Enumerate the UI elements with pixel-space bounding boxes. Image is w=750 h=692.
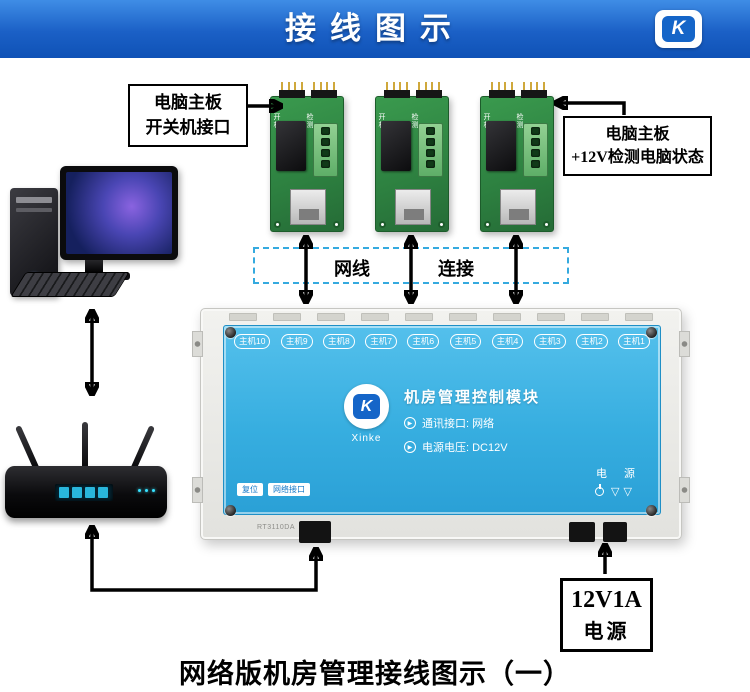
network-port-label: 网络接口 [268,482,310,496]
screw-icon [646,505,657,516]
brand-logo: K [655,10,702,48]
control-module: 主机10 主机9 主机8 主机7 主机6 主机5 主机4 主机3 主机2 主机1… [192,308,690,543]
note-line: +12V检测电脑状态 [571,149,704,167]
pcb-relay-board-2: 开机 检测 [375,82,449,232]
pin-header-icon [416,82,442,98]
power-label: 电 源 [595,468,642,480]
screw-icon [225,505,236,516]
port-label: 主机5 [449,334,482,350]
mount-ear-icon [679,331,690,357]
port-label: 主机2 [575,334,608,350]
pcb-relay-board-3: 开机 检测 [480,82,554,232]
relay-icon [381,121,411,171]
mount-hole-icon [379,221,386,228]
rj45-jack-icon [500,189,536,225]
note-line: 电脑主板 [154,93,222,112]
pcb-pin-label: 检测 [411,113,418,129]
page-title: 接线图示 [285,11,465,46]
antenna-icon [82,422,88,472]
mount-ear-icon [192,477,203,503]
spec-power: ▶ 电源电压: DC12V [403,439,540,455]
port-label: 主机9 [280,334,313,350]
note-line: 12V1A [571,587,642,614]
rj45-jack-icon [290,189,326,225]
note-motherboard-detect: 电脑主板 +12V检测电脑状态 [563,116,712,177]
router-display-icon [55,484,113,501]
reset-label: 复位 [237,482,263,496]
cable-label-left: 网线 [334,259,370,279]
arrow-motherboard-detect [557,103,626,115]
router-image [5,418,167,518]
port-label: 主机6 [407,334,440,350]
header-banner: 接线图示 K [0,0,750,58]
bullet-icon: ▶ [403,417,416,429]
port-label: 主机10 [234,334,271,350]
terminal-block-icon [313,123,338,177]
port-label: 主机8 [323,334,355,350]
port-label: 主机4 [491,334,524,350]
mount-hole-icon [438,221,445,228]
router-body-icon [5,466,167,518]
spec-comm-text: 通讯接口: 网络 [421,418,495,430]
pin-header-icon [384,82,410,98]
note-motherboard-switch: 电脑主板 开关机接口 [128,84,248,148]
cable-label-right: 连接 [438,259,474,279]
pin-header-icon [521,82,547,98]
power-icon [595,484,604,496]
mount-hole-icon [484,221,491,228]
monitor-icon [60,166,178,260]
bullet-icon: ▶ [403,441,416,453]
note-power-supply: 12V1A 电源 [560,578,653,652]
rj45-jack-icon [395,189,431,225]
top-port-slots [229,313,653,321]
pin-header-icon [311,82,337,98]
screw-icon [225,327,236,338]
module-branding: K Xinke 机房管理控制模块 ▶ 通讯接口: 网络 ▶ 电源电压: DC12… [224,384,660,455]
note-line: 电源 [583,620,630,643]
monitor-stand-icon [85,260,103,273]
keyboard-icon [10,272,130,297]
pcb-pin-label: 检测 [516,113,523,129]
panel-bottom-labels: 复位 网络接口 [237,482,310,496]
port-label: 主机7 [365,334,397,350]
pcb-pin-label: 检测 [306,113,313,129]
brand-logo-icon: K [662,16,695,42]
pin-header-icon [489,82,515,98]
mount-hole-icon [543,221,550,228]
pcb-relay-board-1: 开机 检测 [270,82,344,232]
router-leds-icon [138,489,155,492]
terminal-block-icon [418,123,443,177]
mount-hole-icon [333,221,340,228]
power-triangles: ▽▽ [611,486,636,498]
spec-comm: ▶ 通讯接口: 网络 [403,415,540,431]
relay-icon [276,121,306,171]
pin-header-icon [279,82,305,98]
note-line: 电脑主板 [605,126,670,143]
spec-power-text: 电源电压: DC12V [421,442,508,454]
dc-jack-icon [603,522,627,542]
network-jack-icon [299,521,331,543]
host-port-labels: 主机10 主机9 主机8 主机7 主机6 主机5 主机4 主机3 主机2 主机1 [234,334,650,350]
module-logo: K [343,384,389,429]
module-logo-text: Xinke [351,433,382,444]
network-cable-dashed-box [253,247,569,284]
module-logo-icon: K [352,394,380,419]
diagram-caption: 网络版机房管理接线图示（一） [179,659,571,689]
terminal-block-icon [523,123,548,177]
mount-hole-icon [274,221,281,228]
desktop-computer-image [8,158,180,308]
chip-label: RT3110DA [257,524,295,531]
power-switch-icon [569,522,595,542]
module-title: 机房管理控制模块 [403,389,540,406]
module-front-panel: 主机10 主机9 主机8 主机7 主机6 主机5 主机4 主机3 主机2 主机1… [223,325,661,515]
port-label: 主机1 [618,334,650,350]
power-indicator-area: 电 源 ▽▽ [589,465,642,498]
mount-ear-icon [192,331,203,357]
relay-icon [486,121,516,171]
mount-ear-icon [679,477,690,503]
screw-icon [646,327,657,338]
note-line: 开关机接口 [145,117,231,137]
port-label: 主机3 [533,334,566,350]
